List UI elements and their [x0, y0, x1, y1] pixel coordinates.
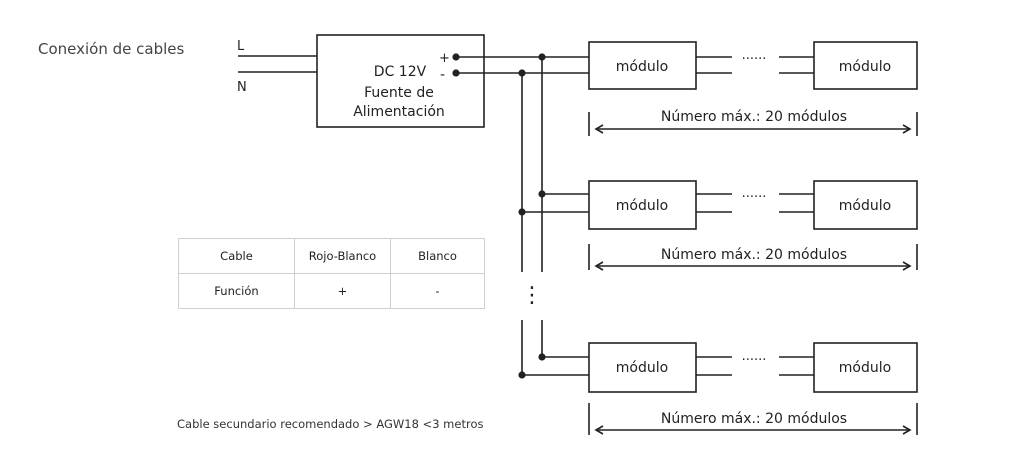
max-modules-label: Número máx.: 20 módulos: [661, 411, 847, 427]
psu-name-line1: Fuente de: [364, 85, 434, 101]
module-box: [813, 41, 918, 90]
table-row: Función + -: [178, 273, 485, 309]
neutral-label: N: [237, 80, 247, 95]
page-title: Conexión de cables: [38, 40, 185, 58]
module-label: módulo: [616, 59, 668, 75]
module-label: módulo: [839, 360, 891, 376]
table-header-cell: Rojo-Blanco: [294, 238, 391, 274]
table-header-cell: Cable: [178, 238, 295, 274]
junction: [518, 69, 526, 77]
junction: [538, 53, 546, 61]
table-header-row: Cable Rojo-Blanco Blanco: [178, 238, 485, 274]
max-modules-label: Número máx.: 20 módulos: [661, 247, 847, 263]
cable-function-table: Cable Rojo-Blanco Blanco Función + -: [178, 238, 485, 309]
branch-1: módulo ······ módulo Número máx.: 20 mód…: [588, 41, 918, 136]
series-ellipsis: ······: [742, 353, 767, 368]
module-label: módulo: [616, 360, 668, 376]
module-box: [813, 180, 918, 230]
module-box: [588, 180, 697, 230]
module-box: [813, 342, 918, 393]
module-box: [588, 342, 697, 393]
max-modules-label: Número máx.: 20 módulos: [661, 109, 847, 125]
continuation-dots: ⋮: [521, 283, 543, 308]
series-ellipsis: ······: [742, 190, 767, 205]
power-supply-box: [316, 34, 485, 128]
table-cell: +: [294, 273, 391, 309]
branch-3: módulo ······ módulo Número máx.: 20 mód…: [522, 342, 918, 435]
module-box: [588, 41, 697, 90]
psu-minus-label: -: [440, 67, 445, 83]
psu-plus-label: +: [439, 51, 450, 66]
table-cell: -: [390, 273, 485, 309]
live-label: L: [237, 39, 245, 54]
table-cell: Función: [178, 273, 295, 309]
cable-recommendation-note: Cable secundario recomendado > AGW18 <3 …: [177, 417, 484, 431]
branch-2: módulo ······ módulo Número máx.: 20 mód…: [522, 180, 918, 271]
psu-voltage: DC 12V: [374, 64, 427, 80]
psu-name-line2: Alimentación: [353, 104, 445, 120]
module-label: módulo: [616, 198, 668, 214]
series-ellipsis: ······: [742, 52, 767, 67]
module-label: módulo: [839, 198, 891, 214]
table-header-cell: Blanco: [390, 238, 485, 274]
module-label: módulo: [839, 59, 891, 75]
